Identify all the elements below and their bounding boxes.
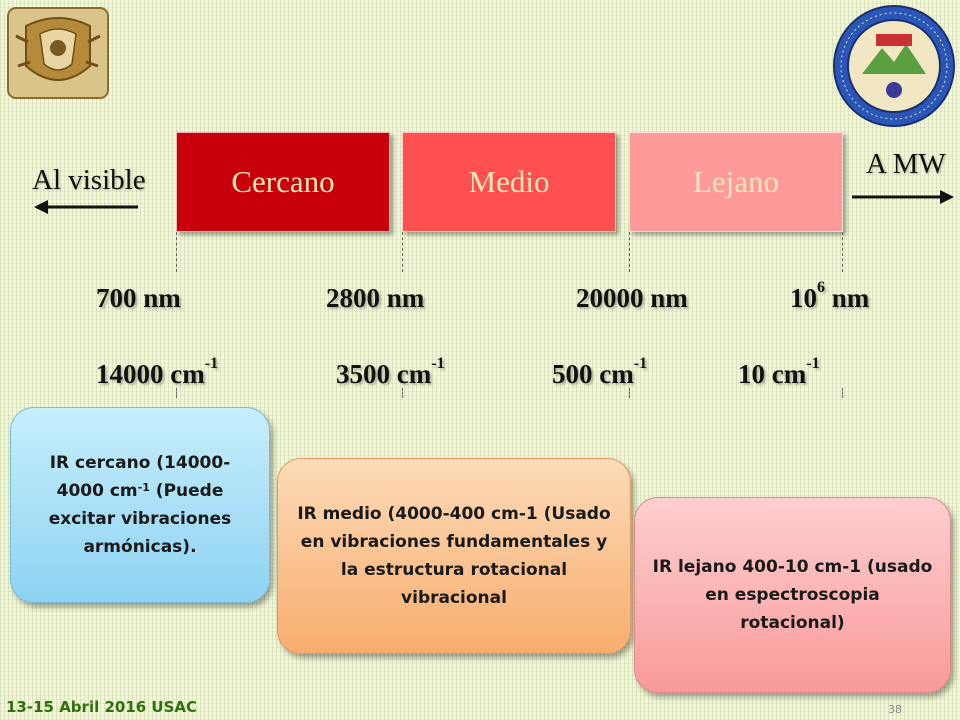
band-far-ir: Lejano [629, 132, 843, 232]
wavenumber-value: 500 cm [552, 359, 634, 389]
note-near-ir-text: IR cercano (14000-4000 cm-1 (Puede excit… [27, 449, 253, 561]
to-visible-label: Al visible [32, 164, 146, 196]
arrow-left-icon [34, 199, 140, 220]
wavenumber-value: 10 cm [738, 359, 807, 389]
boundary-line-4 [842, 232, 843, 272]
note-near-ir-pre: IR cercano (14000-4000 cm [49, 453, 231, 501]
wavenumber-exponent: -1 [431, 355, 445, 372]
note-near-ir: IR cercano (14000-4000 cm-1 (Puede excit… [10, 407, 270, 603]
note-far-ir-text: IR lejano 400-10 cm-1 (usado en espectro… [652, 557, 933, 633]
note-near-ir-exp: -1 [137, 481, 150, 494]
wavenumber-value: 14000 cm [96, 359, 205, 389]
boundary-tick-1 [176, 388, 177, 398]
unam-crest-icon [6, 6, 110, 100]
wavelength-2800: 2800 nm [326, 283, 425, 313]
wavenumber-exponent: -1 [204, 355, 219, 372]
arrow-right-icon [852, 189, 954, 210]
footer-date: 13-15 Abril 2016 USAC [6, 698, 198, 716]
band-near-ir: Cercano [176, 132, 390, 232]
wavenumber-3500: 3500 cm-1 [336, 355, 445, 390]
wavelength-base: 10 [790, 283, 817, 313]
note-mid-ir-text: IR medio (4000-400 cm-1 (Usado en vibrac… [297, 504, 611, 608]
wavenumber-value: 3500 cm [336, 359, 432, 389]
boundary-line-1 [176, 232, 177, 272]
boundary-tick-2 [402, 388, 403, 398]
band-mid-ir: Medio [402, 132, 616, 232]
wavelength-unit: nm [825, 283, 870, 313]
wavenumber-14000: 14000 cm-1 [96, 355, 218, 390]
boundary-tick-4 [842, 388, 843, 398]
to-microwave-label: A MW [866, 148, 946, 180]
page-number: 38 [888, 703, 902, 716]
wavelength-700: 700 nm [96, 283, 181, 313]
wavelength-20000: 20000 nm [576, 283, 688, 313]
note-mid-ir: IR medio (4000-400 cm-1 (Usado en vibrac… [277, 458, 631, 654]
wavenumber-exponent: -1 [806, 355, 820, 372]
wavenumber-500: 500 cm-1 [552, 355, 647, 390]
note-near-ir-post: (Puede excitar vibraciones armónicas). [48, 481, 238, 557]
wavelength-exponent: 6 [817, 279, 825, 296]
boundary-line-3 [629, 232, 630, 272]
boundary-line-2 [402, 232, 403, 272]
wavenumber-exponent: -1 [633, 355, 648, 372]
usac-seal-icon [832, 4, 956, 128]
wavelength-10e6: 106 nm [790, 279, 870, 314]
wavenumber-10: 10 cm-1 [738, 355, 820, 390]
note-far-ir: IR lejano 400-10 cm-1 (usado en espectro… [634, 497, 951, 693]
boundary-tick-3 [629, 388, 630, 398]
